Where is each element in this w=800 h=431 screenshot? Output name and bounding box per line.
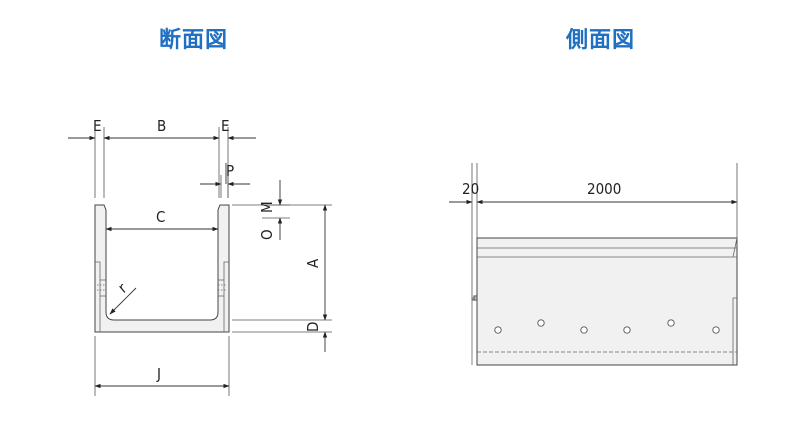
drain-hole-2 bbox=[537, 319, 545, 327]
channel-cross-section bbox=[94, 204, 230, 333]
section-view-title: 断面図 bbox=[159, 28, 229, 53]
drain-hole-3 bbox=[580, 326, 588, 334]
label-20: 20 bbox=[462, 180, 479, 198]
right-wall-detail bbox=[218, 261, 229, 332]
label-p: P bbox=[226, 162, 234, 180]
label-e-left: E bbox=[93, 117, 102, 135]
label-c: C bbox=[156, 208, 165, 226]
label-2000: 2000 bbox=[587, 180, 621, 198]
side-view-title: 側面図 bbox=[566, 28, 636, 53]
dim-r bbox=[109, 287, 137, 315]
label-d: D bbox=[304, 322, 322, 332]
label-a: A bbox=[304, 258, 322, 268]
side-body-panel bbox=[476, 237, 738, 366]
section-view: E B E P C r M O A D J bbox=[68, 117, 332, 396]
drain-hole-6 bbox=[712, 326, 720, 334]
label-b: B bbox=[157, 117, 166, 135]
drain-hole-4 bbox=[623, 326, 631, 334]
drain-hole-1 bbox=[494, 326, 502, 334]
left-wall-detail bbox=[95, 261, 106, 332]
label-e-right: E bbox=[221, 117, 230, 135]
right-wall-dots bbox=[218, 284, 227, 291]
label-j: J bbox=[156, 365, 161, 383]
label-r: r bbox=[115, 279, 131, 297]
left-wall-dots bbox=[97, 284, 106, 291]
drain-hole-5 bbox=[667, 319, 675, 327]
side-view: 20 2000 bbox=[449, 163, 738, 366]
label-o: O bbox=[258, 229, 276, 240]
label-m: M bbox=[258, 201, 276, 213]
